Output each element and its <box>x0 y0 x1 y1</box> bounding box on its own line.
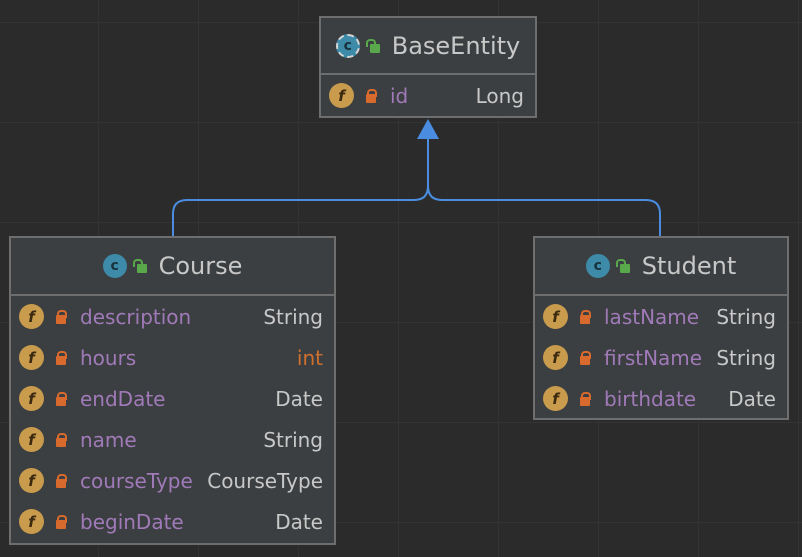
private-lock-icon <box>56 473 67 488</box>
field-icon: f <box>19 427 44 452</box>
field-icon: f <box>543 345 568 370</box>
field-type: Long <box>475 83 524 108</box>
field-icon: f <box>19 468 44 493</box>
field-icon: f <box>543 304 568 329</box>
public-lock-icon <box>132 259 147 273</box>
class-icon: c <box>585 254 610 278</box>
field-name: name <box>80 427 137 452</box>
class-name: BaseEntity <box>391 31 521 60</box>
field-icon: f <box>19 509 44 534</box>
student-node[interactable]: c Student f lastName String f firstName … <box>533 236 789 420</box>
course-header: c Course <box>11 238 334 296</box>
private-lock-icon <box>56 514 67 529</box>
field-row[interactable]: f birthdate Date <box>535 378 787 419</box>
private-lock-icon <box>56 432 67 447</box>
field-row[interactable]: f hours int <box>11 337 334 378</box>
field-name: firstName <box>604 345 703 370</box>
field-type: CourseType <box>207 468 323 493</box>
field-type: String <box>263 304 323 329</box>
field-type: String <box>716 304 776 329</box>
field-type: String <box>263 427 323 452</box>
student-header: c Student <box>535 238 787 296</box>
field-row[interactable]: f courseType CourseType <box>11 460 334 501</box>
private-lock-icon <box>366 88 377 103</box>
field-name: id <box>390 83 409 108</box>
private-lock-icon <box>580 350 591 365</box>
field-type: String <box>716 345 776 370</box>
field-name: hours <box>80 345 137 370</box>
field-name: description <box>80 304 192 329</box>
private-lock-icon <box>56 391 67 406</box>
base-entity-header: c BaseEntity <box>321 18 535 75</box>
field-icon: f <box>543 386 568 411</box>
field-row[interactable]: f beginDate Date <box>11 501 334 542</box>
abstract-class-icon: c <box>335 33 360 58</box>
public-lock-icon <box>615 259 630 273</box>
field-name: courseType <box>80 468 193 493</box>
field-name: beginDate <box>80 509 184 534</box>
private-lock-icon <box>580 391 591 406</box>
field-row[interactable]: f firstName String <box>535 337 787 378</box>
field-type: Date <box>728 386 776 411</box>
field-row[interactable]: f lastName String <box>535 296 787 337</box>
field-icon: f <box>19 386 44 411</box>
private-lock-icon <box>56 350 67 365</box>
inheritance-arrowhead <box>417 119 439 139</box>
field-name: lastName <box>604 304 700 329</box>
class-icon: c <box>102 254 127 278</box>
field-name: endDate <box>80 386 166 411</box>
field-type: int <box>296 345 323 370</box>
public-lock-icon <box>365 38 380 53</box>
field-icon: f <box>19 304 44 329</box>
field-type: Date <box>275 386 323 411</box>
field-row[interactable]: f description String <box>11 296 334 337</box>
course-inheritance-edge <box>172 138 429 237</box>
field-name: birthdate <box>604 386 697 411</box>
private-lock-icon <box>580 309 591 324</box>
private-lock-icon <box>56 309 67 324</box>
field-type: Date <box>275 509 323 534</box>
base-entity-node[interactable]: c BaseEntity f id Long <box>319 16 537 118</box>
field-row[interactable]: f endDate Date <box>11 378 334 419</box>
class-name: Student <box>641 252 737 280</box>
student-inheritance-edge <box>427 185 661 237</box>
field-icon: f <box>329 83 354 108</box>
course-node[interactable]: c Course f description String f hours in… <box>9 236 336 545</box>
field-row[interactable]: f name String <box>11 419 334 460</box>
field-row[interactable]: f id Long <box>321 75 535 116</box>
class-name: Course <box>158 252 243 280</box>
field-icon: f <box>19 345 44 370</box>
